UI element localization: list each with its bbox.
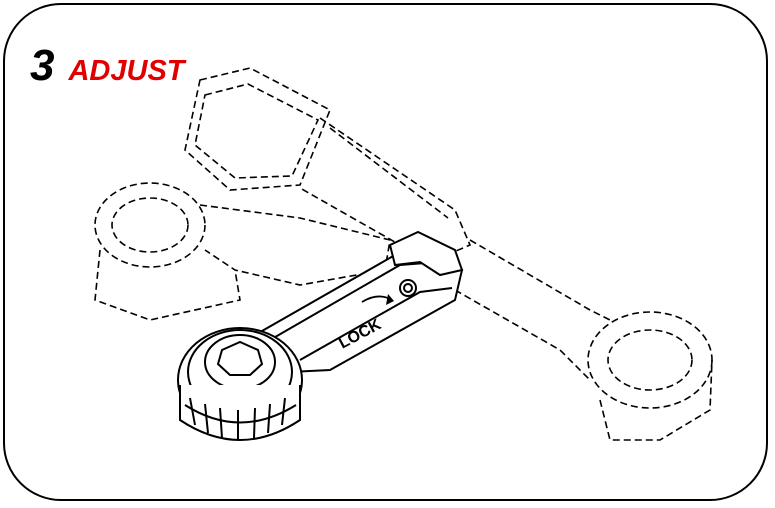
- ratchet-wrench-icon: [177, 230, 464, 441]
- step-number: 3: [30, 41, 55, 90]
- step-panel: [3, 3, 768, 501]
- step-title: ADJUST: [68, 55, 185, 87]
- lock-direction-arrow-icon: [361, 294, 394, 305]
- step-header: 3 ADJUST: [30, 44, 185, 94]
